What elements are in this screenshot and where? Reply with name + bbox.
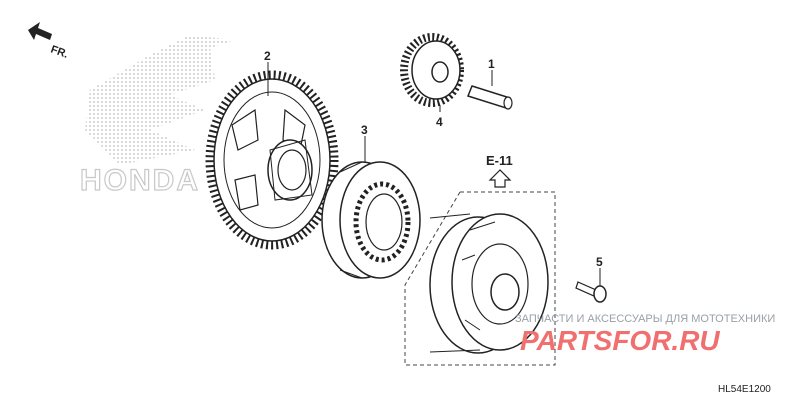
part-number-1[interactable]: 1 bbox=[488, 57, 495, 71]
reference-dashed-box bbox=[404, 191, 556, 366]
part-number-4[interactable]: 4 bbox=[436, 115, 443, 129]
watermark-tagline: ЗАПЧАСТИ И АКСЕССУАРЫ ДЛЯ МОТОТЕХНИКИ bbox=[515, 313, 775, 325]
flywheel-rotor bbox=[429, 213, 549, 354]
honda-brand-watermark: HONDA bbox=[80, 164, 200, 197]
idle-gear-shaft bbox=[467, 85, 513, 110]
reference-up-arrow-icon bbox=[488, 169, 512, 188]
part-number-2[interactable]: 2 bbox=[264, 49, 271, 63]
part-number-3[interactable]: 3 bbox=[361, 123, 368, 137]
leader-lines bbox=[267, 62, 601, 286]
starter-idle-gear bbox=[400, 33, 464, 107]
reference-label: E-11 bbox=[486, 153, 513, 168]
honda-wing-watermark bbox=[85, 35, 235, 165]
one-way-clutch bbox=[321, 161, 421, 279]
starter-driven-gear bbox=[205, 70, 339, 250]
diagram-code: HL54E1200 bbox=[718, 384, 771, 395]
watermark-site: PARTSFOR.RU bbox=[520, 325, 720, 356]
flywheel-bolt bbox=[575, 281, 607, 303]
front-direction-label: FR. bbox=[49, 44, 70, 61]
part-number-5[interactable]: 5 bbox=[596, 255, 603, 269]
front-arrow-icon bbox=[28, 22, 52, 40]
